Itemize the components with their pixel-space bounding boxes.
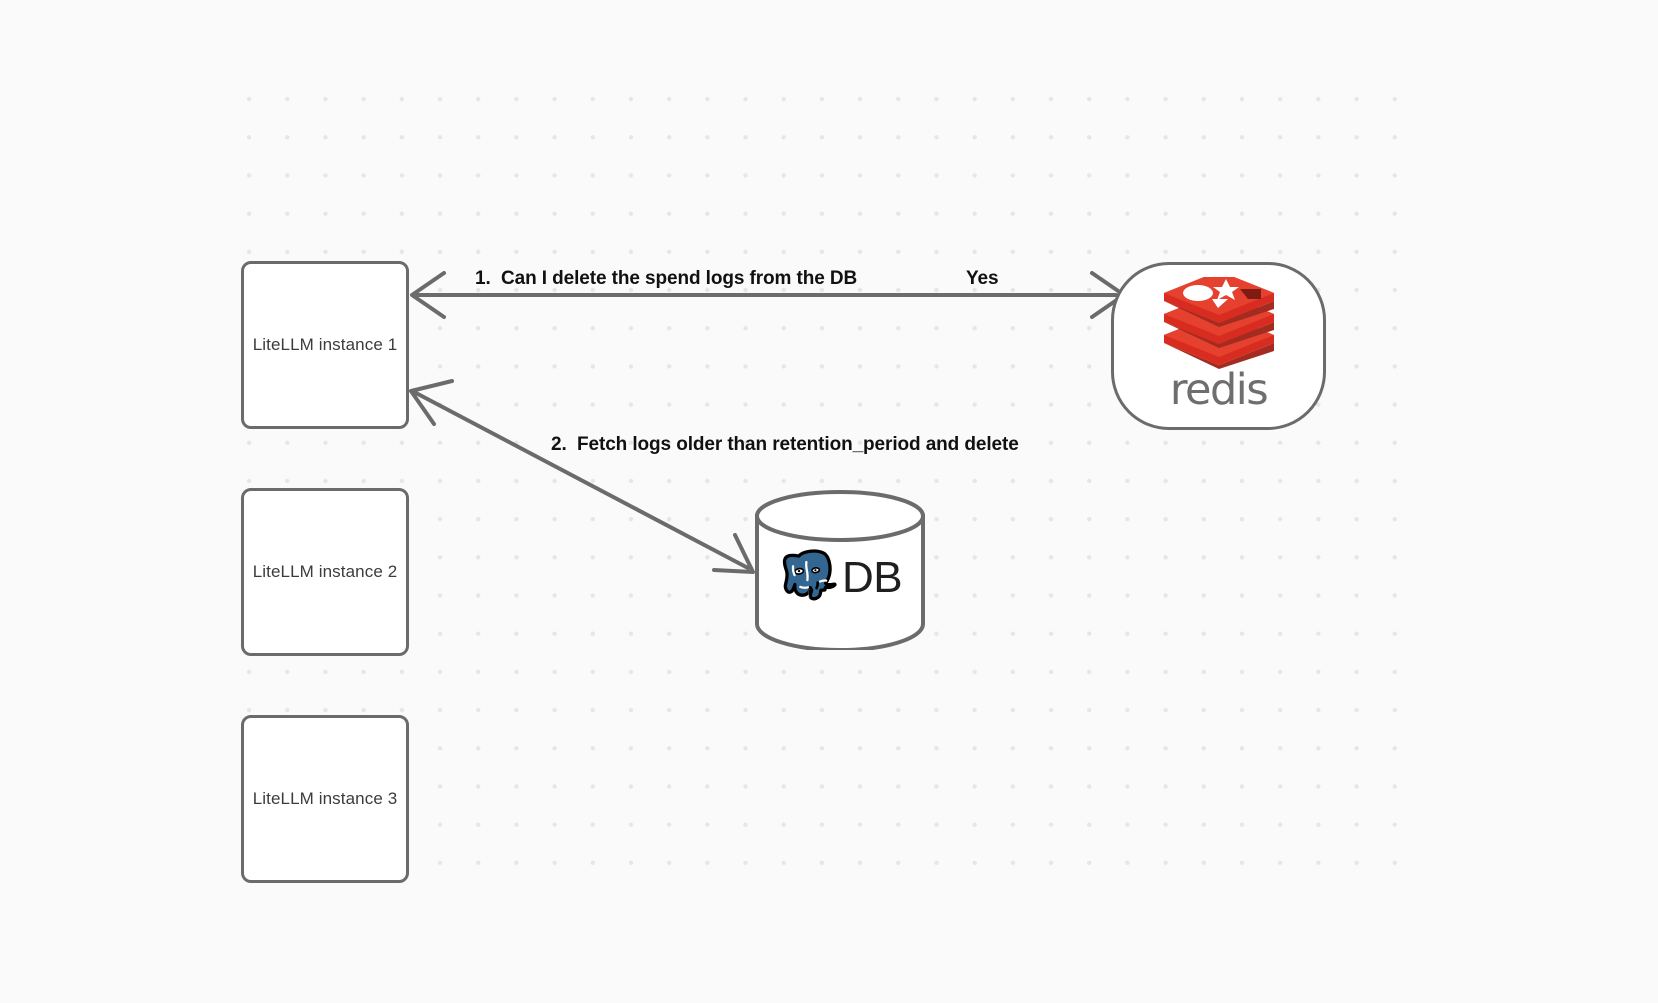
node-litellm-instance-1[interactable]: LiteLLM instance 1 (241, 261, 409, 429)
edge-label-step-2: 2. Fetch logs older than retention_perio… (551, 434, 1019, 455)
redis-cube-icon (1163, 277, 1274, 370)
node-redis[interactable]: redis (1111, 262, 1326, 430)
postgresql-elephant-icon (782, 549, 837, 601)
edge-litellm-redis-arrowhead-left (410, 271, 446, 319)
database-cylinder-shape (755, 490, 925, 650)
node-litellm-instance-2[interactable]: LiteLLM instance 2 (241, 488, 409, 656)
node-litellm-instance-3[interactable]: LiteLLM instance 3 (241, 715, 409, 883)
node-litellm-instance-3-label: LiteLLM instance 3 (252, 789, 398, 808)
edge-label-step-1: 1. Can I delete the spend logs from the … (475, 268, 858, 289)
redis-logo: redis (1160, 277, 1278, 411)
edge-litellm-db-line (414, 391, 750, 570)
edge-label-step-1-answer: Yes (966, 268, 999, 289)
database-label: DB (841, 553, 903, 602)
edge-litellm-db-arrowhead-start (409, 379, 454, 426)
edge-litellm-db-arrowhead-end (712, 533, 755, 574)
redis-wordmark: redis (1169, 365, 1269, 416)
node-litellm-instance-2-label: LiteLLM instance 2 (252, 562, 398, 581)
node-litellm-instance-1-label: LiteLLM instance 1 (252, 335, 398, 354)
database-logo-row: DB (753, 498, 927, 658)
node-postgres-db[interactable]: DB (753, 490, 927, 650)
edge-litellm-db[interactable] (409, 379, 755, 574)
